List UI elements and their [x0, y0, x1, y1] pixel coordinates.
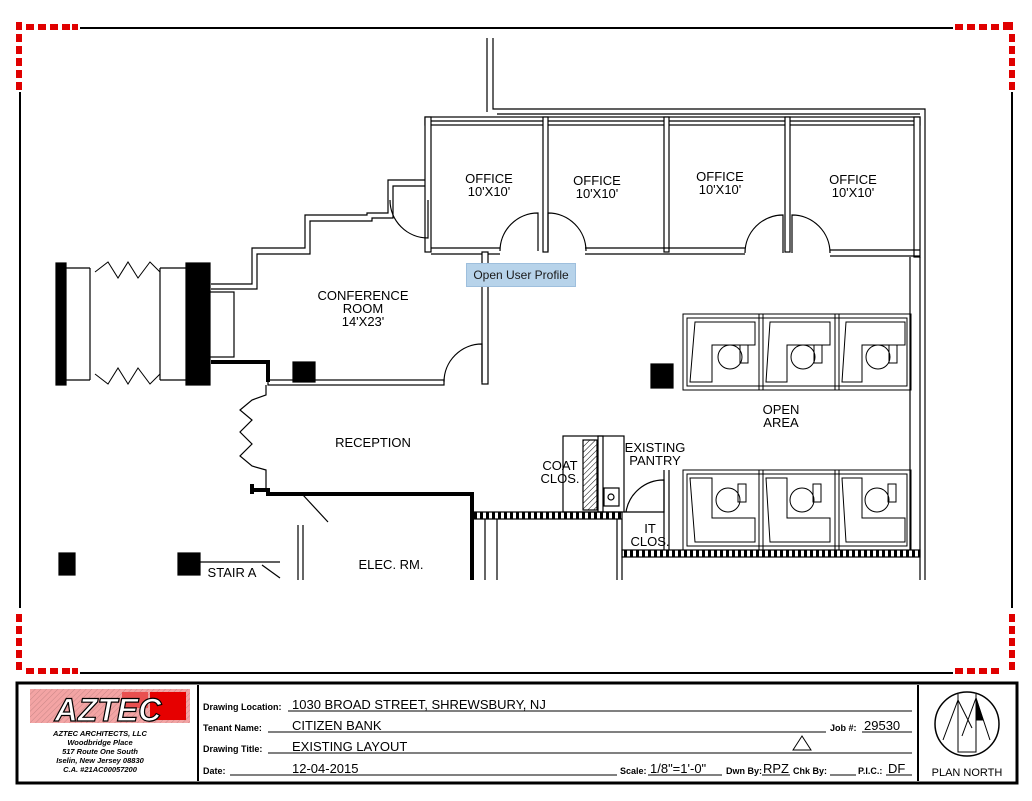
office-4-label: OFFICE — [829, 172, 877, 187]
workstations-bottom — [682, 469, 912, 551]
tenant-name-value: CITIZEN BANK — [292, 718, 382, 733]
existing-pantry-label-1: EXISTING — [625, 440, 686, 455]
office-1-size: 10'X10' — [468, 184, 511, 199]
coat-closet-label-1: COAT — [542, 458, 577, 473]
aztec-logo: AZTEC — [30, 689, 190, 729]
office-4-size: 10'X10' — [832, 185, 875, 200]
office-3-label: OFFICE — [696, 169, 744, 184]
coat-closet-label-2: CLOS. — [540, 471, 579, 486]
pic-key: P.I.C.: — [858, 766, 882, 776]
dwn-key: Dwn By: — [726, 766, 762, 776]
drawing-title-key: Drawing Title: — [203, 744, 262, 754]
north-arrow-icon — [934, 691, 1000, 757]
room-labels: OFFICE 10'X10' OFFICE 10'X10' OFFICE 10'… — [208, 169, 878, 580]
workstations-top — [682, 313, 912, 391]
sheet-border — [19, 27, 1013, 674]
scale-value: 1/8"=1'-0" — [650, 761, 707, 776]
firm-line-3: 517 Route One South — [62, 747, 138, 756]
firm-line-2: Woodbridge Place — [67, 738, 132, 747]
scale-key: Scale: — [620, 766, 647, 776]
stair-label: STAIR A — [208, 565, 257, 580]
floor-plan — [55, 38, 926, 580]
firm-line-1: AZTEC ARCHITECTS, LLC — [52, 729, 147, 738]
open-user-profile-tooltip[interactable]: Open User Profile — [466, 263, 576, 287]
drawing-title-value: EXISTING LAYOUT — [292, 739, 407, 754]
plan-north-label: PLAN NORTH — [932, 767, 1003, 779]
job-key: Job #: — [830, 723, 857, 733]
it-closet-label-2: CLOS. — [630, 534, 669, 549]
date-value: 12-04-2015 — [292, 761, 359, 776]
drawing-location-value: 1030 BROAD STREET, SHREWSBURY, NJ — [292, 697, 546, 712]
date-key: Date: — [203, 766, 226, 776]
conference-room-label-1: CONFERENCE — [317, 288, 408, 303]
firm-line-4: Iselin, New Jersey 08830 — [56, 756, 144, 765]
open-area-label-2: AREA — [763, 415, 799, 430]
corner-registration-marks — [16, 22, 1015, 674]
office-1-label: OFFICE — [465, 171, 513, 186]
title-block: AZTEC AZTEC ARCHITECTS, LLC Woodbridge P… — [15, 681, 1019, 785]
office-3-size: 10'X10' — [699, 182, 742, 197]
dwn-value: RPZ — [763, 761, 789, 776]
logo-text: AZTEC — [54, 692, 163, 728]
it-closet-label-1: IT — [644, 521, 656, 536]
chk-key: Chk By: — [793, 766, 827, 776]
revision-triangle-icon — [792, 735, 812, 751]
office-2-label: OFFICE — [573, 173, 621, 188]
pic-value: DF — [888, 761, 905, 776]
conference-room-label-2: ROOM — [343, 301, 383, 316]
open-area-label-1: OPEN — [763, 402, 800, 417]
job-value: 29530 — [864, 718, 900, 733]
conference-room-size: 14'X23' — [342, 314, 385, 329]
reception-label: RECEPTION — [335, 435, 411, 450]
elec-room-label: ELEC. RM. — [358, 557, 423, 572]
drawing-location-key: Drawing Location: — [203, 702, 282, 712]
existing-pantry-label-2: PANTRY — [629, 453, 681, 468]
tenant-name-key: Tenant Name: — [203, 723, 262, 733]
office-2-size: 10'X10' — [576, 186, 619, 201]
firm-line-5: C.A. #21AC00057200 — [63, 765, 138, 774]
